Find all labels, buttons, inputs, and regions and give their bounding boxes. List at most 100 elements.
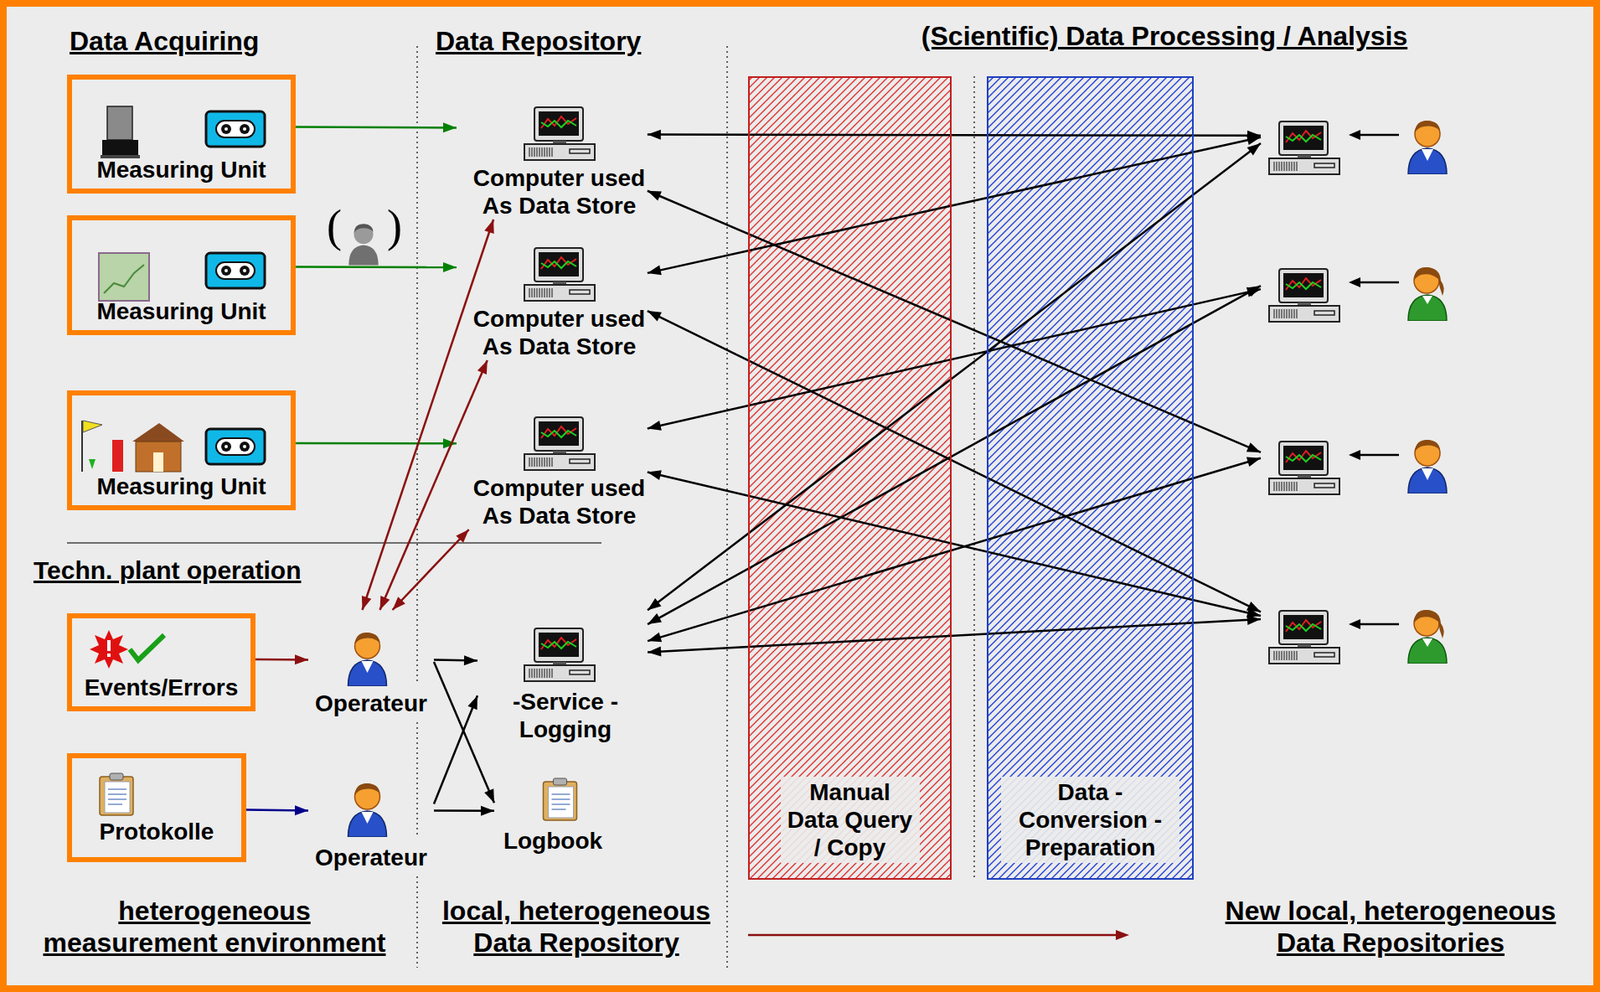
outer-frame xyxy=(3,3,1597,989)
node-text: Operateur xyxy=(314,689,428,718)
computer-icon xyxy=(524,628,595,682)
footer-label: heterogeneous measurement environment xyxy=(34,894,395,960)
bracket-text: ( xyxy=(321,199,347,254)
connector-arrow xyxy=(433,805,495,816)
device-icon xyxy=(100,106,140,159)
node-text: Data - Conversion - Preparation xyxy=(1001,776,1180,863)
protocol-box: Protokolle xyxy=(67,753,247,862)
tape-icon xyxy=(206,252,265,289)
arrow-head xyxy=(455,529,469,543)
arrow-head xyxy=(467,695,478,710)
hatch-blue xyxy=(987,77,1193,879)
arrow-head xyxy=(1246,457,1261,467)
arrow-head xyxy=(647,190,662,202)
analysis-computer xyxy=(1260,267,1342,324)
connector-arrow xyxy=(647,457,1261,643)
node-text: Operateur xyxy=(314,843,428,872)
connector-line xyxy=(647,458,1261,641)
node-text: Protokolle xyxy=(99,817,215,846)
connector-line xyxy=(295,265,457,269)
connector-line xyxy=(647,137,1261,274)
hatch-red xyxy=(748,77,951,879)
person-icon xyxy=(1408,267,1447,321)
node-text: Computer used As Data Store xyxy=(462,474,657,530)
connector-arrow xyxy=(647,285,1261,625)
connector-arrow xyxy=(295,122,457,133)
operator-node: Operateur xyxy=(308,609,434,721)
connector-arrow xyxy=(295,262,457,273)
connector-arrow xyxy=(647,143,1261,610)
arrow-head xyxy=(647,598,661,610)
clipboard-icon xyxy=(99,773,134,816)
footer-label: local, heterogeneous Data Repository xyxy=(433,894,719,960)
arrow-head xyxy=(294,805,309,816)
connector-arrow xyxy=(647,287,1261,431)
clipboard-icon xyxy=(543,778,578,821)
section-heading: Data Repository xyxy=(435,25,704,57)
arrow-head xyxy=(484,788,495,803)
flow-arrow xyxy=(748,929,1130,940)
connector-arrow xyxy=(295,438,457,449)
connector-line xyxy=(647,285,1261,625)
data-store-node: Computer used As Data Store xyxy=(456,104,662,220)
connector-arrow xyxy=(255,654,309,665)
connector-line xyxy=(362,219,495,610)
node-text: Measuring Unit xyxy=(96,472,266,501)
connector-line xyxy=(647,134,1261,136)
connector-line xyxy=(647,143,1261,610)
node-text: Logbook xyxy=(503,826,603,855)
data-store-node: Computer used As Data Store xyxy=(456,414,662,530)
connector-line xyxy=(647,472,1261,617)
person-icon xyxy=(1408,439,1447,494)
operator-node: Operateur xyxy=(308,774,434,872)
section-heading: (Scientific) Data Processing / Analysis xyxy=(837,20,1492,52)
tape-icon xyxy=(206,428,265,465)
section-heading: Data Acquiring xyxy=(69,25,338,57)
connector-line xyxy=(295,125,457,129)
person-icon xyxy=(348,223,378,265)
arrow-head xyxy=(647,632,662,642)
process-band: Data - Conversion - Preparation xyxy=(986,76,1194,880)
arrow-head xyxy=(647,613,662,625)
service-node: -Service - Logging xyxy=(477,603,654,744)
station-icon xyxy=(82,420,185,472)
arrow-head xyxy=(392,596,406,610)
computer-icon xyxy=(1269,610,1340,664)
connector-arrow xyxy=(392,529,470,610)
node-text: Computer used As Data Store xyxy=(462,304,657,361)
measuring-unit-box: Measuring Unit xyxy=(67,74,296,194)
analysis-computer xyxy=(1260,439,1342,497)
connector-line xyxy=(647,310,1261,612)
connector-arrow xyxy=(647,469,1261,618)
connector-arrow xyxy=(361,219,495,610)
chart-icon xyxy=(98,252,150,301)
person-icon xyxy=(348,632,388,687)
arrow-head xyxy=(647,420,662,431)
computer-icon xyxy=(1269,121,1340,175)
user-arrow xyxy=(1348,129,1399,630)
data-store-node: Computer used As Data Store xyxy=(456,245,662,361)
arrow-head xyxy=(1247,143,1261,155)
measuring-unit-box: Measuring Unit xyxy=(67,215,296,336)
arrow-head xyxy=(443,122,457,133)
person-icon xyxy=(348,783,388,837)
connector-line xyxy=(380,360,488,610)
connector-line xyxy=(295,442,457,445)
node-text: Manual Data Query / Copy xyxy=(780,776,920,863)
arrow-head xyxy=(1246,134,1261,145)
connector-arrow xyxy=(647,614,1261,657)
connector-arrow xyxy=(647,190,1261,453)
separator-line xyxy=(67,541,602,544)
connector-line xyxy=(647,190,1261,453)
connector-line xyxy=(392,529,470,610)
computer-icon xyxy=(524,107,595,160)
arrow-head xyxy=(361,595,372,610)
computer-icon xyxy=(524,247,595,301)
arrow-head xyxy=(647,265,662,276)
connector-arrow xyxy=(647,134,1261,275)
arrow-head xyxy=(464,655,478,666)
connector-arrow xyxy=(246,805,309,816)
arrow-head xyxy=(647,310,662,321)
connector-arrow xyxy=(433,695,478,804)
